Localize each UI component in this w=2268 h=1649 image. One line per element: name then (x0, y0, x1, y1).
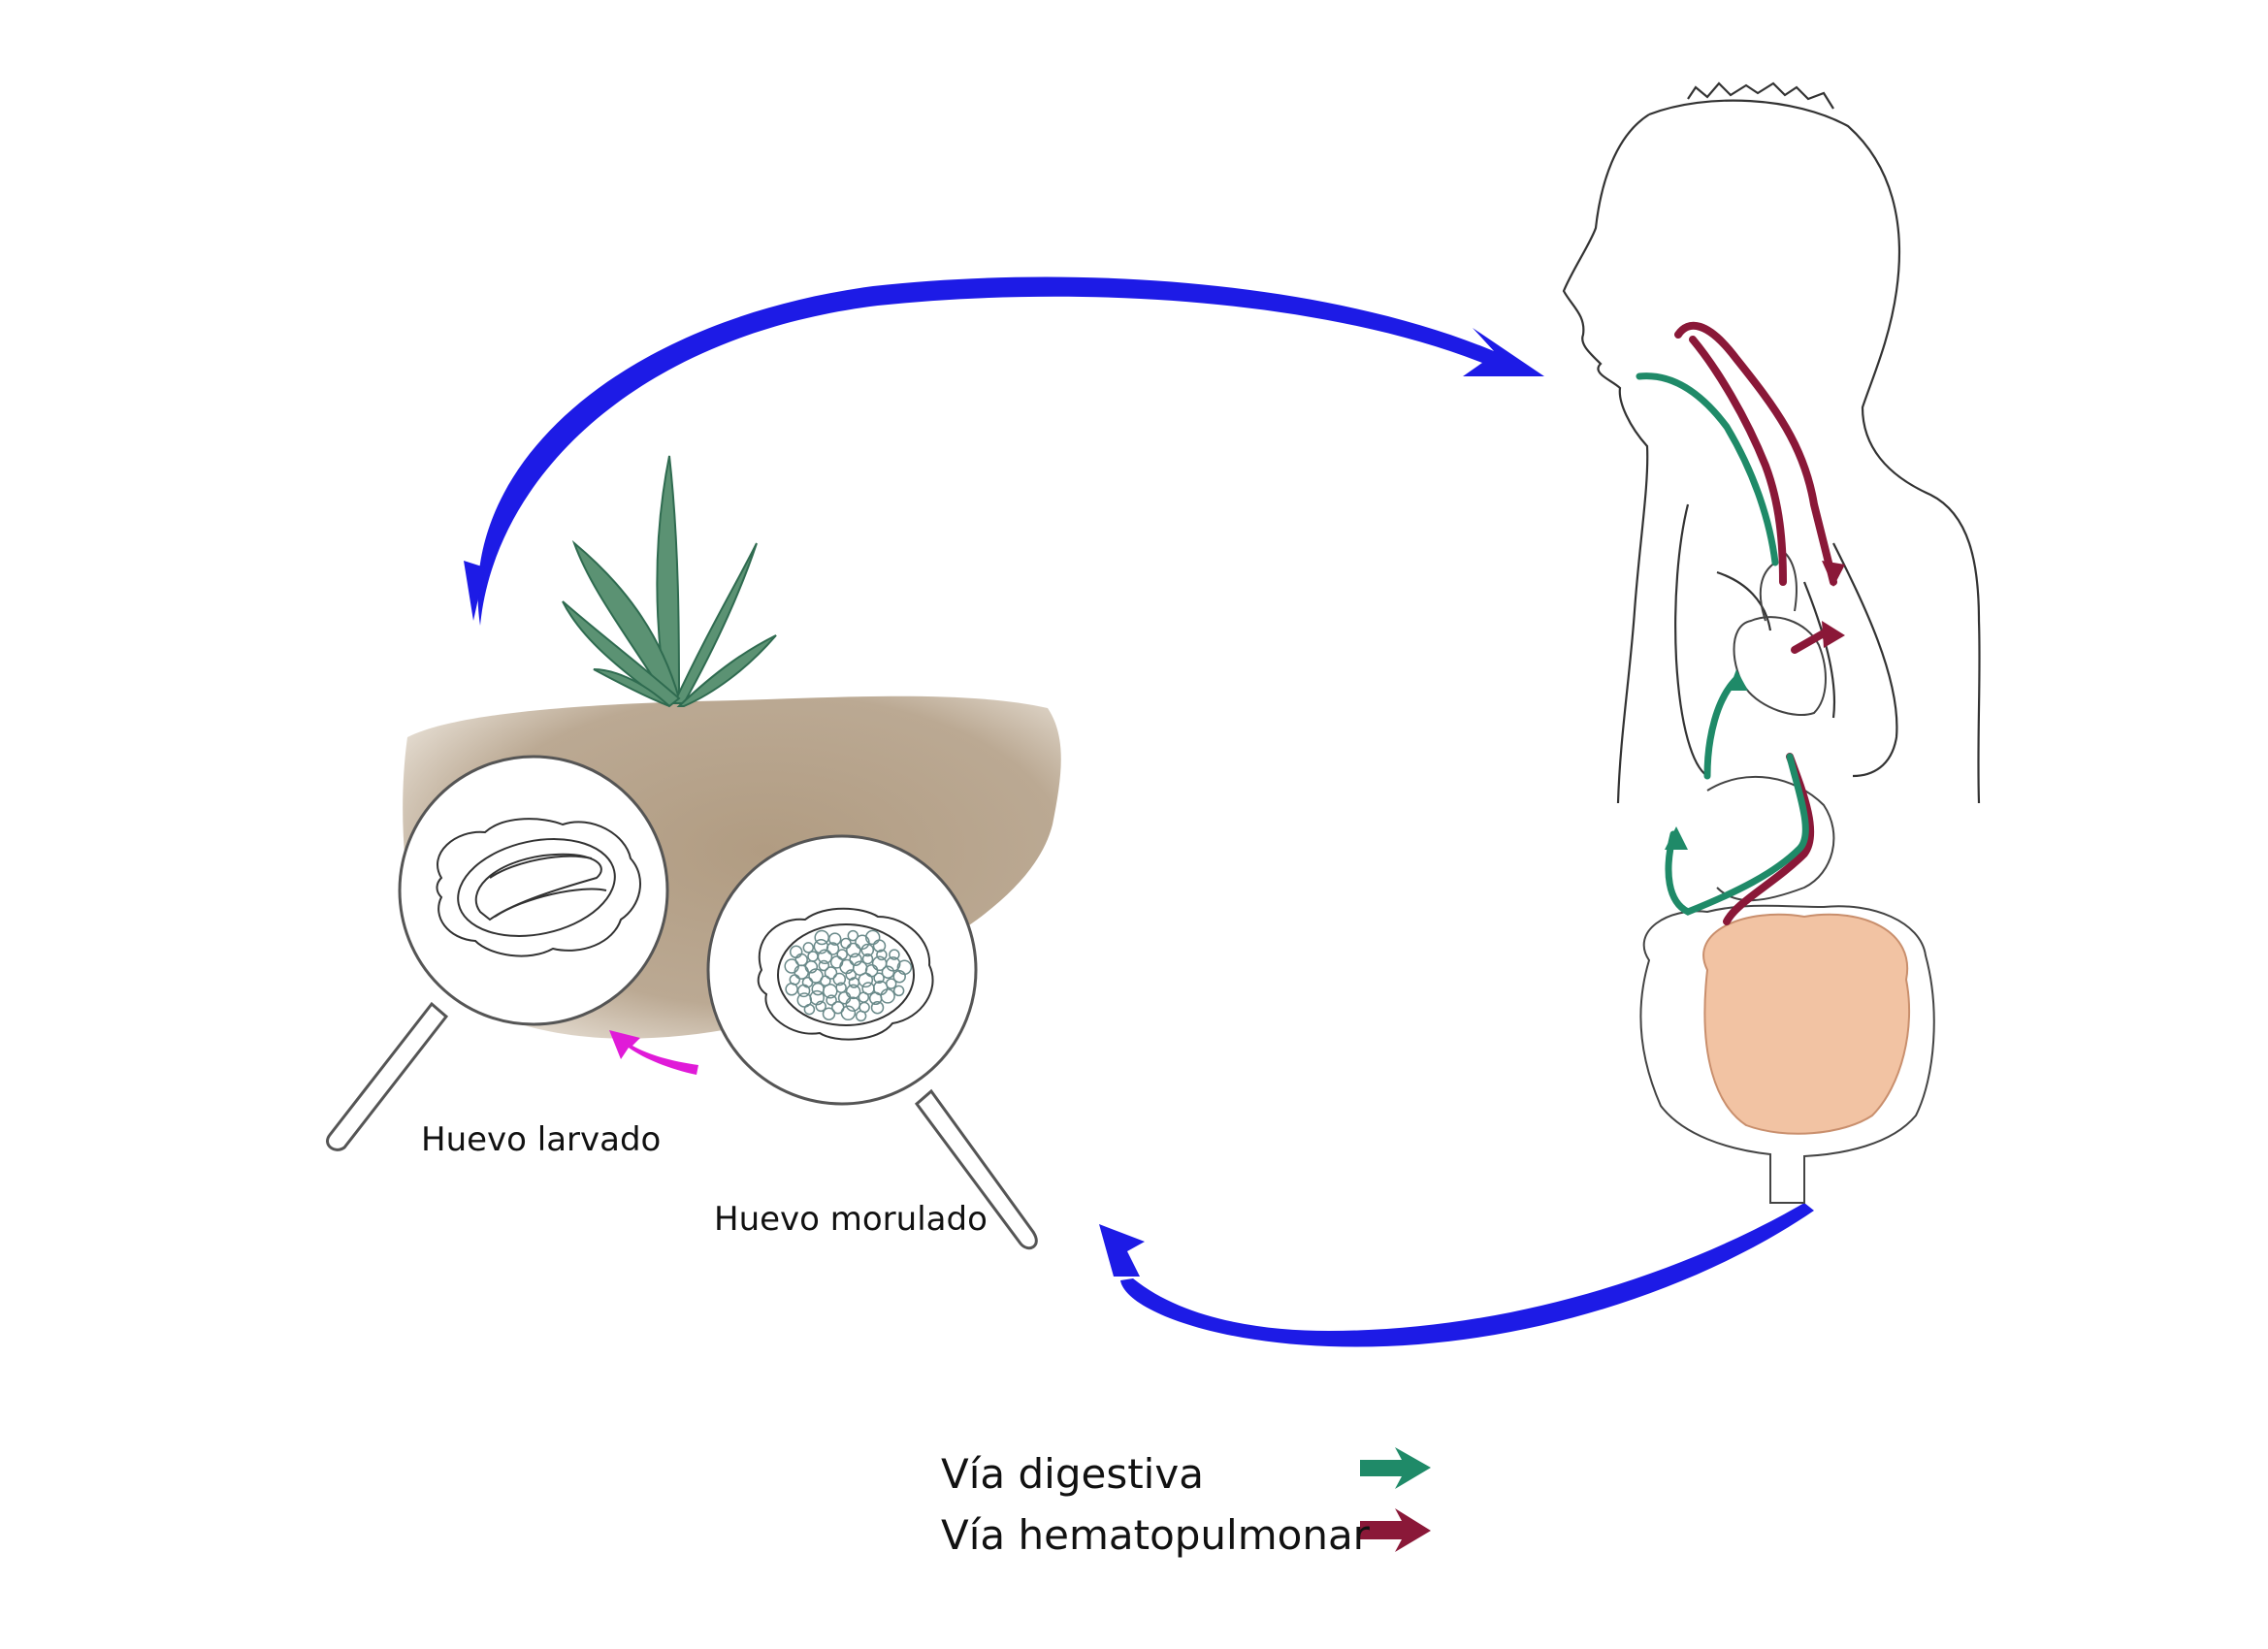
label-huevo-morulado: Huevo morulado (714, 1200, 988, 1239)
cycle-arrow-to-host (464, 276, 1544, 626)
route-arrowheads (1665, 561, 1845, 850)
legend-digestiva-arrow (1360, 1447, 1431, 1489)
label-huevo-larvado: Huevo larvado (421, 1120, 662, 1159)
morula-cells (784, 929, 913, 1022)
morulated-egg-icon (757, 907, 934, 1041)
legend-hematopulmonar-arrow (1360, 1508, 1431, 1552)
larvated-egg-icon (436, 818, 642, 957)
route-hematopulmonar (1674, 321, 1837, 925)
development-arrow (609, 1030, 698, 1075)
legend-label-hematopulmonar: Vía hematopulmonar (941, 1511, 1370, 1559)
magnifier-morulated-egg (706, 834, 1038, 1250)
heart-icon (1733, 552, 1827, 717)
legend-label-digestiva: Vía digestiva (941, 1450, 1204, 1498)
cycle-arrow-to-soil (1099, 1203, 1814, 1347)
route-digestiva (1636, 372, 1809, 916)
plant-icon (562, 455, 777, 708)
human-figure (1562, 81, 1981, 804)
magnifier-larvated-egg (326, 755, 669, 1151)
intestines-icon (1639, 904, 1935, 1204)
stomach-icon (1706, 775, 1835, 902)
